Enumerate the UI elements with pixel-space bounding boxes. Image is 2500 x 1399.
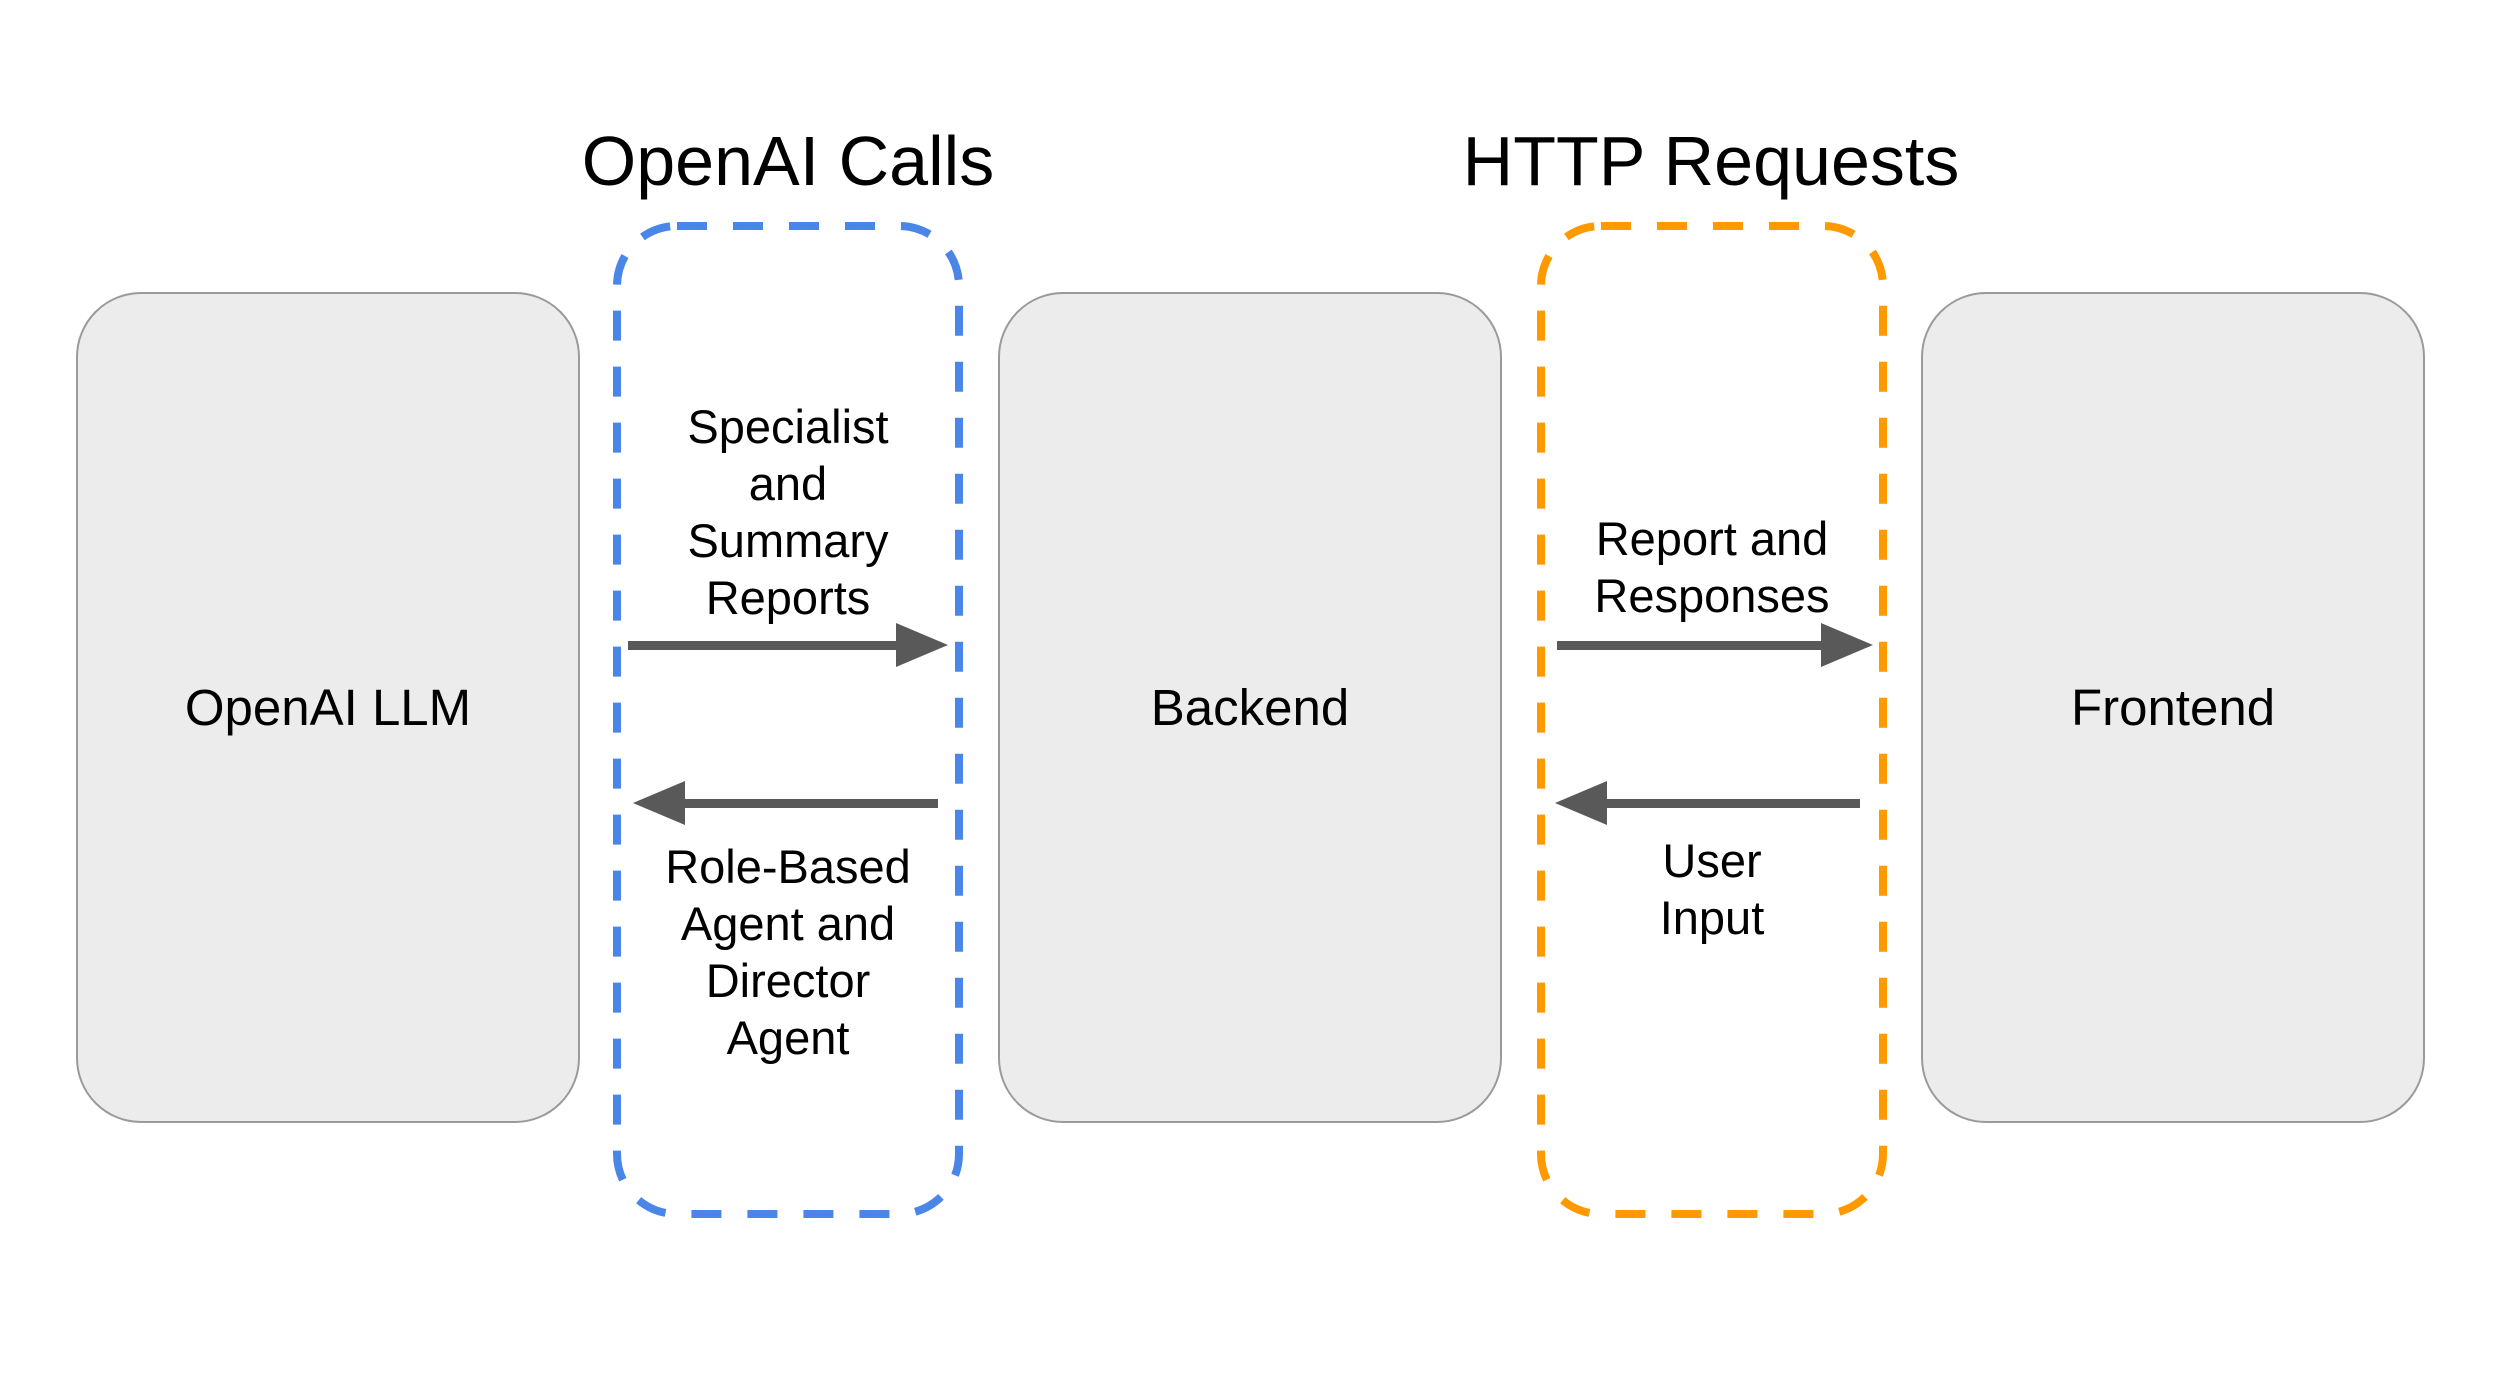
flow-label-line: Reports [705, 571, 871, 624]
flow-label-line: User [1662, 834, 1762, 887]
flow-label-line: Specialist [687, 400, 889, 453]
flow-label-line: Agent [726, 1011, 850, 1064]
flow-label-line: Summary [687, 514, 889, 567]
group-title-openai-calls: OpenAI Calls [581, 122, 995, 200]
flow-label-line: Director [705, 954, 871, 1007]
arrow-right-report-responses [1557, 623, 1873, 667]
dashed-rect-orange [1537, 222, 1887, 1218]
arrow-right-specialist-reports [628, 623, 948, 667]
node-frontend: Frontend [1921, 292, 2425, 1123]
arrowhead-right-icon [896, 623, 948, 667]
arrow-left-user-input [1555, 781, 1860, 825]
flow-label-user-input: User Input [1537, 832, 1887, 946]
dashed-rect-blue [613, 222, 963, 1218]
flow-label-report-and-responses: Report and Responses [1537, 510, 1887, 624]
arrowhead-left-icon [1555, 781, 1607, 825]
flow-label-line: and [748, 457, 828, 510]
flow-label-role-based-director-agent: Role-Based Agent and Director Agent [613, 838, 963, 1066]
flow-label-line: Responses [1594, 569, 1830, 622]
arrow-shaft [683, 799, 938, 808]
flow-label-line: Agent and [680, 897, 896, 950]
arrow-left-role-based-agents [633, 781, 938, 825]
flow-label-line: Input [1659, 891, 1765, 944]
node-frontend-label: Frontend [2070, 679, 2276, 736]
arrowhead-left-icon [633, 781, 685, 825]
arrow-shaft [1557, 641, 1823, 650]
dashed-boundary-http-requests [1537, 222, 1887, 1218]
node-openai-llm-label: OpenAI LLM [184, 679, 472, 736]
flow-label-line: Report and [1595, 512, 1829, 565]
flow-label-line: Role-Based [665, 840, 911, 893]
arrowhead-right-icon [1821, 623, 1873, 667]
flow-label-specialist-summary-reports: Specialist and Summary Reports [613, 398, 963, 626]
node-backend: Backend [998, 292, 1502, 1123]
node-backend-label: Backend [1150, 679, 1350, 736]
arrow-shaft [628, 641, 898, 650]
dashed-boundary-openai-calls [613, 222, 963, 1218]
node-openai-llm: OpenAI LLM [76, 292, 580, 1123]
arrow-shaft [1605, 799, 1860, 808]
group-title-http-requests: HTTP Requests [1462, 122, 1960, 200]
